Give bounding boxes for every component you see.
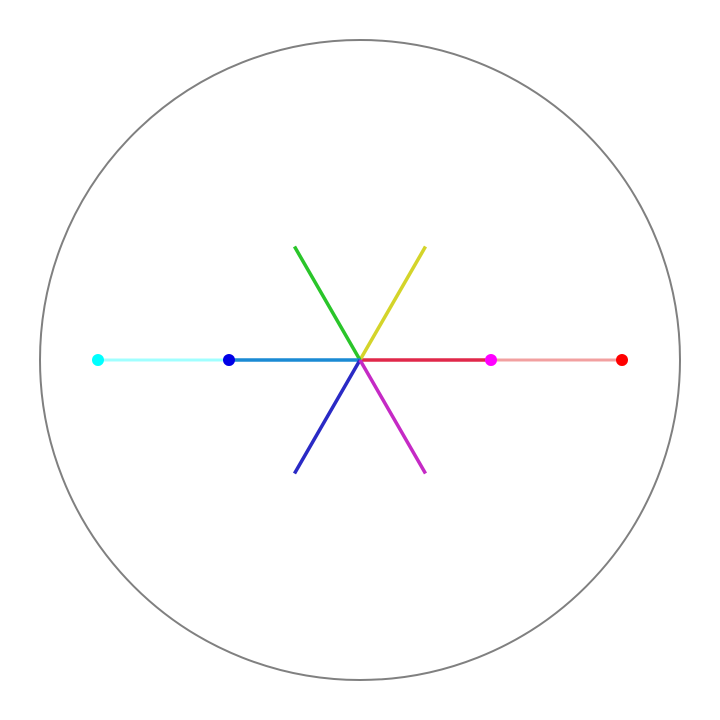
ray-magenta: [358, 359, 428, 475]
endpoint-dots: [92, 354, 628, 366]
ray-green: [292, 245, 362, 361]
ray-blue-dot: [223, 354, 235, 366]
ray-lines: [229, 245, 491, 475]
ray-red-dot: [485, 354, 497, 366]
ray-indigo: [292, 359, 362, 475]
outer-circle: [39, 39, 681, 681]
right-extension-end-dot: [616, 354, 628, 366]
ray-yellow: [358, 245, 428, 361]
left-extension-end-dot: [92, 354, 104, 366]
